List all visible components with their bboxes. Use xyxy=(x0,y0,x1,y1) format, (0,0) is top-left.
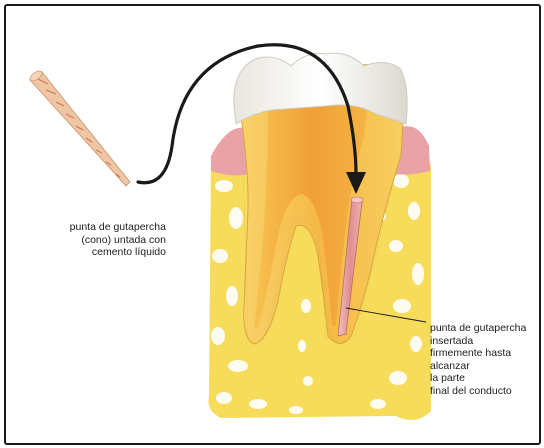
cone-label: punta de gutapercha (cono) untada con ce… xyxy=(34,221,166,259)
diagram-frame: punta de gutapercha (cono) untada con ce… xyxy=(4,4,541,445)
gutta-percha-cone xyxy=(28,69,130,186)
inserted-point-label: punta de gutapercha insertada firmemente… xyxy=(430,322,526,398)
inserted-label-line: punta de gutapercha xyxy=(430,322,526,335)
cone-label-line: (cono) untada con xyxy=(34,234,166,247)
cone-label-line: punta de gutapercha xyxy=(34,221,166,234)
cone-label-line: cemento líquido xyxy=(34,246,166,259)
inserted-label-line: alcanzar xyxy=(430,360,526,373)
inserted-label-line: la parte xyxy=(430,372,526,385)
inserted-label-line: insertada xyxy=(430,335,526,348)
inserted-label-line: final del conducto xyxy=(430,385,526,398)
inserted-label-line: firmemente hasta xyxy=(430,347,526,360)
